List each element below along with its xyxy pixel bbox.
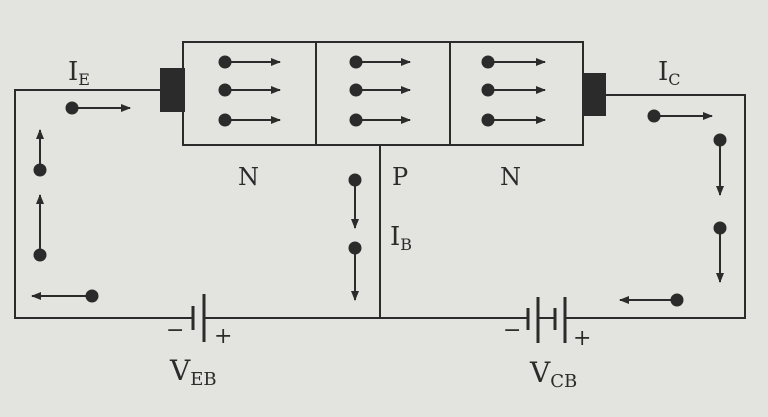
vcb-plus-sign: + [573, 326, 591, 351]
electron-dot [348, 173, 362, 187]
emitter-region-label: N [238, 163, 259, 191]
base-region-label: P [392, 163, 408, 191]
electron-dot [33, 248, 47, 262]
collector-current-label: IC [658, 57, 681, 89]
emitter-wire [14, 89, 193, 319]
vcb-minus-sign: − [503, 318, 521, 343]
collector-contact [582, 73, 606, 116]
electron-dot [218, 83, 232, 97]
electron-dot [218, 55, 232, 69]
electron-dot [65, 101, 79, 115]
base-current-label: IB [390, 222, 412, 254]
electron-dot [349, 113, 363, 127]
emitter-current-label: IE [68, 57, 90, 89]
electron-dot [85, 289, 99, 303]
emitter-contact [160, 68, 185, 112]
electron-dot [481, 113, 495, 127]
electron-dot [349, 55, 363, 69]
veb-minus-sign: − [166, 318, 184, 343]
electron-dot [670, 293, 684, 307]
veb-label: VEB [169, 354, 217, 390]
electron-dot [218, 113, 232, 127]
electron-dot [713, 221, 727, 235]
transistor-body [182, 41, 584, 146]
veb-battery [191, 294, 206, 342]
electron-dot [348, 241, 362, 255]
collector-wire [565, 94, 746, 319]
electron-dot [481, 55, 495, 69]
electron-dot [713, 133, 727, 147]
electron-dot [349, 83, 363, 97]
vcb-label: VCB [529, 356, 577, 392]
vcb-battery [526, 297, 567, 343]
electron-dot [647, 109, 661, 123]
electron-dot [33, 163, 47, 177]
veb-plus-sign: + [214, 324, 232, 349]
electron-dot [481, 83, 495, 97]
collector-region-label: N [500, 163, 521, 191]
